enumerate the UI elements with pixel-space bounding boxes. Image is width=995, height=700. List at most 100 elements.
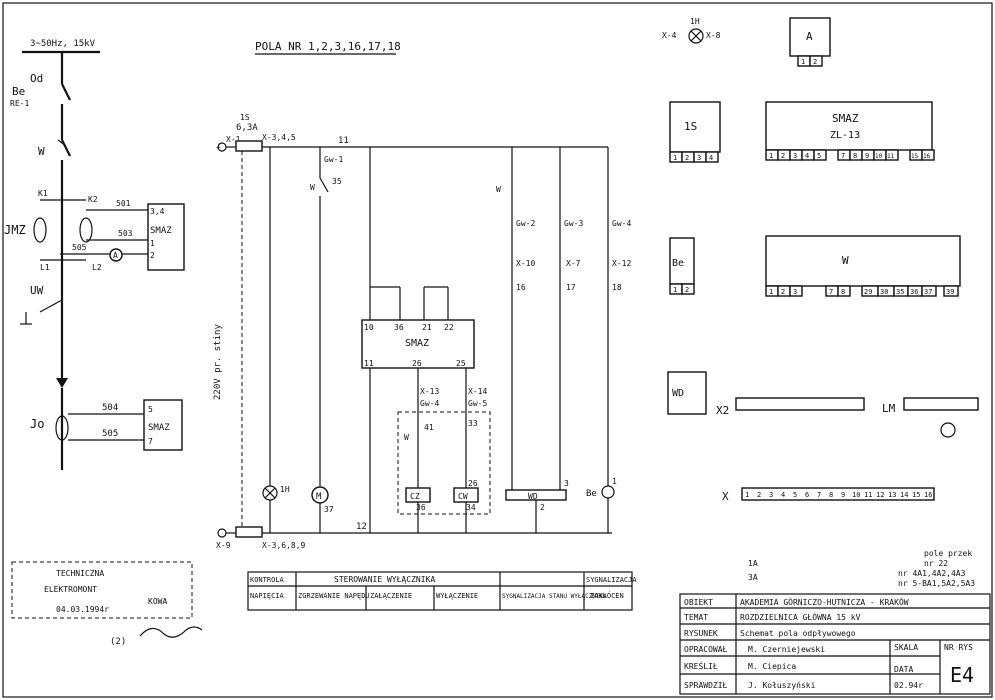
svg-text:7: 7 bbox=[817, 491, 821, 499]
svg-text:OPRACOWAŁ: OPRACOWAŁ bbox=[684, 645, 728, 654]
function-table: KONTROLA NAPIĘCIA STEROWANIE WYŁĄCZNIKA … bbox=[247, 571, 637, 611]
svg-text:12: 12 bbox=[876, 491, 884, 499]
svg-text:X-12: X-12 bbox=[612, 259, 631, 268]
svg-text:A: A bbox=[113, 251, 118, 260]
svg-text:OBIEKT: OBIEKT bbox=[684, 598, 713, 607]
svg-text:1: 1 bbox=[769, 288, 773, 296]
svg-text:1H: 1H bbox=[690, 17, 700, 26]
svg-text:TEMAT: TEMAT bbox=[684, 613, 708, 622]
svg-text:11: 11 bbox=[338, 136, 349, 146]
svg-text:X-9: X-9 bbox=[216, 541, 231, 550]
svg-text:pole przek: pole przek bbox=[924, 549, 972, 558]
svg-text:3: 3 bbox=[793, 152, 797, 160]
svg-text:504: 504 bbox=[102, 403, 118, 413]
svg-text:5: 5 bbox=[817, 152, 821, 160]
svg-text:3: 3 bbox=[564, 479, 569, 488]
svg-text:4: 4 bbox=[781, 491, 785, 499]
svg-text:X-3,6,8,9: X-3,6,8,9 bbox=[262, 541, 306, 550]
svg-text:1: 1 bbox=[801, 58, 805, 66]
svg-text:11: 11 bbox=[887, 153, 895, 160]
svg-text:16: 16 bbox=[516, 283, 526, 292]
svg-text:2: 2 bbox=[685, 154, 689, 162]
svg-text:AKADEMIA GÓRNICZO-HUTNICZA - K: AKADEMIA GÓRNICZO-HUTNICZA - KRAKÓW bbox=[740, 596, 909, 607]
svg-text:M: M bbox=[316, 492, 322, 502]
svg-text:2: 2 bbox=[540, 503, 545, 512]
svg-text:SMAZ: SMAZ bbox=[405, 338, 429, 349]
svg-text:3: 3 bbox=[769, 491, 773, 499]
svg-text:Jo: Jo bbox=[30, 417, 44, 431]
svg-text:X-8: X-8 bbox=[706, 31, 721, 40]
svg-text:37: 37 bbox=[924, 288, 932, 296]
svg-text:04.03.1994r: 04.03.1994r bbox=[56, 605, 109, 614]
approval-stamp: TECHNICZNA ELEKTROMONT KOWA 04.03.1994r … bbox=[11, 561, 203, 647]
svg-text:ZAŁĄCZENIE: ZAŁĄCZENIE bbox=[370, 592, 412, 600]
svg-text:ELEKTROMONT: ELEKTROMONT bbox=[44, 585, 97, 594]
svg-text:6,3A: 6,3A bbox=[236, 123, 258, 133]
svg-text:34: 34 bbox=[466, 503, 476, 512]
svg-text:3: 3 bbox=[697, 154, 701, 162]
svg-text:SMAZ: SMAZ bbox=[148, 423, 170, 433]
svg-text:3: 3 bbox=[793, 288, 797, 296]
svg-text:Od: Od bbox=[30, 72, 43, 85]
svg-text:SYGNALIZACJA: SYGNALIZACJA bbox=[586, 576, 637, 584]
svg-text:Gw-4: Gw-4 bbox=[612, 219, 631, 228]
svg-text:35: 35 bbox=[896, 288, 904, 296]
svg-text:220V pr. stiny: 220V pr. stiny bbox=[213, 324, 223, 400]
fuse-minus bbox=[235, 526, 263, 538]
ct-jmz-left bbox=[33, 217, 47, 243]
svg-text:22: 22 bbox=[444, 323, 454, 332]
svg-text:WD: WD bbox=[528, 492, 538, 501]
svg-text:1S: 1S bbox=[684, 120, 697, 133]
terminal-strip-lm bbox=[903, 397, 979, 411]
terminal-strip-x2 bbox=[735, 397, 865, 411]
svg-text:NR RYS: NR RYS bbox=[944, 643, 973, 652]
svg-text:10: 10 bbox=[875, 153, 883, 160]
svg-text:K1: K1 bbox=[38, 189, 48, 198]
svg-text:1: 1 bbox=[612, 477, 617, 486]
svg-text:12: 12 bbox=[356, 522, 367, 532]
svg-text:4: 4 bbox=[709, 154, 713, 162]
svg-text:2: 2 bbox=[781, 152, 785, 160]
svg-text:11: 11 bbox=[364, 359, 374, 368]
ammeter-a-box bbox=[789, 17, 831, 57]
svg-text:K2: K2 bbox=[88, 195, 98, 204]
svg-text:NAPIĘCIA: NAPIĘCIA bbox=[250, 592, 285, 600]
svg-text:X-1: X-1 bbox=[226, 135, 241, 144]
svg-text:X-4: X-4 bbox=[662, 31, 677, 40]
svg-text:1: 1 bbox=[150, 239, 155, 248]
title-block: OBIEKT AKADEMIA GÓRNICZO-HUTNICZA - KRAK… bbox=[679, 593, 991, 695]
svg-text:M. Ciepica: M. Ciepica bbox=[748, 662, 796, 671]
svg-text:505: 505 bbox=[102, 429, 118, 439]
svg-text:501: 501 bbox=[116, 199, 131, 208]
svg-text:33: 33 bbox=[468, 419, 478, 428]
svg-text:W: W bbox=[842, 254, 849, 267]
ammeter-a bbox=[109, 248, 123, 262]
svg-text:9: 9 bbox=[841, 491, 845, 499]
bus-label: 3~50Hz, 15kV bbox=[30, 39, 96, 49]
svg-text:1A: 1A bbox=[748, 559, 758, 568]
svg-text:1: 1 bbox=[769, 152, 773, 160]
svg-text:CZ: CZ bbox=[410, 492, 420, 501]
svg-text:15: 15 bbox=[912, 491, 920, 499]
disconnector-od bbox=[61, 83, 71, 101]
svg-text:KOWA: KOWA bbox=[148, 597, 167, 606]
svg-text:SYGNALIZACJA STANU WYŁĄCZNIKA: SYGNALIZACJA STANU WYŁĄCZNIKA bbox=[502, 593, 607, 600]
svg-text:DATA: DATA bbox=[894, 665, 913, 674]
svg-text:7: 7 bbox=[841, 152, 845, 160]
bell-be bbox=[601, 485, 615, 499]
svg-text:L1: L1 bbox=[40, 263, 50, 272]
svg-text:Gw-1: Gw-1 bbox=[324, 155, 343, 164]
svg-text:10: 10 bbox=[364, 323, 374, 332]
earth-switch-uw bbox=[39, 299, 63, 313]
svg-text:26: 26 bbox=[412, 359, 422, 368]
svg-text:1: 1 bbox=[673, 154, 677, 162]
pola-label: POLA NR 1,2,3,16,17,18 bbox=[255, 40, 401, 53]
svg-text:36: 36 bbox=[910, 288, 918, 296]
signature bbox=[139, 626, 203, 638]
svg-text:WYŁĄCZENIE: WYŁĄCZENIE bbox=[436, 592, 478, 600]
svg-text:Be: Be bbox=[672, 258, 684, 269]
